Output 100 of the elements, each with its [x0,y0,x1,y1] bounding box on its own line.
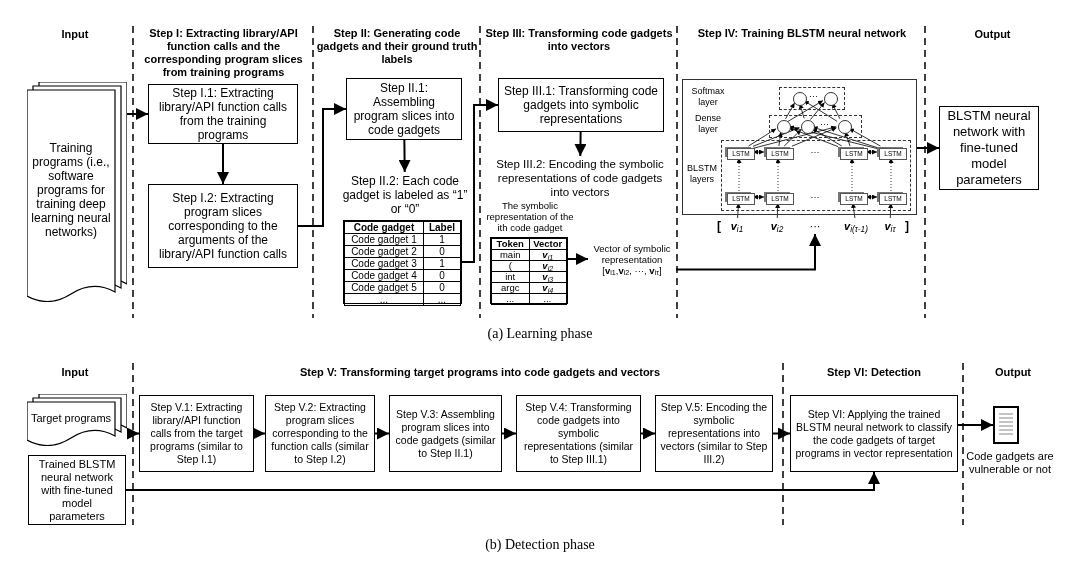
section-heading: Step V: Transforming target programs into code gadgets and vectors [299,366,661,380]
table-cell: 1 [423,257,461,270]
process-box: Step II.1: Assembling program slices into code gadgets [346,78,462,140]
arrow [916,142,940,154]
figure-caption: (b) Detection phase [484,536,596,554]
process-box: Step V.5: Encoding the symbolic representations into vectors (similar to Step III.2) [655,395,773,472]
formula-text: [v$_{i1}$,v$_{i2}$, ···, v$_{iτ}$] [602,264,662,276]
layer-label: Softmax layer [690,86,726,109]
document-stack [27,394,127,446]
network-panel [682,79,917,215]
ellipsis: ··· [809,191,821,203]
table-cell: Code gadget 3 [344,257,424,270]
section-heading: Step I: Extracting library/API function calls and the corresponding program slices from training programs [143,27,304,80]
vector-element: v$_{i1}$ [727,218,747,234]
table-cell: ... [529,293,567,305]
arrow [297,103,347,227]
vector-element: v$_{iτ}$ [880,218,900,234]
layer-label: BLSTM layers [686,163,718,186]
table-cell: Code gadget 5 [344,281,424,294]
table-cell: 1 [423,233,461,246]
section-heading: Step VI: Detection [825,366,923,380]
caption-text: Code gadgets are vulnerable or not [965,450,1055,477]
process-box: Step V.4: Transforming code gadgets into symbolic representations (similar to Step III.1) [516,395,641,472]
arrow [253,427,266,440]
table-cell: 0 [423,245,461,258]
table-cell: v$_{i2}$ [529,260,567,272]
arrow [374,427,390,440]
table-cell: v$_{i3}$ [529,271,567,283]
arrow [574,131,587,157]
data-table [343,220,462,304]
table-cell: ( [491,260,529,272]
vector-element: ··· [805,218,825,234]
arrow [567,253,589,265]
arrow [752,149,765,155]
arrow [865,149,878,155]
section-heading: Step III: Transforming code gadgets into vectors [484,27,674,54]
layer-label: Dense layer [694,113,722,136]
table-cell: argc [491,282,529,294]
bracket: ] [904,218,910,234]
layer-group [721,140,911,211]
bracket: [ [716,218,722,234]
table-cell: 0 [423,281,461,294]
step-text: Step II.2: Each code gadget is labeled as “1” or “0” [336,172,474,218]
table-cell: Code gadget 2 [344,245,424,258]
process-box: Step V.1: Extracting library/API function calls from the target programs (similar to Step I.1) [139,395,254,472]
vector-element: v$_{i(τ-1)}$ [838,218,874,234]
arrow [398,139,411,173]
table-cell: Code gadget 4 [344,269,424,282]
section-heading: Input [60,366,90,380]
table-cell: main [491,249,529,261]
table-cell: Token [491,238,529,250]
arrow [125,471,880,491]
table-cell: Label [423,221,461,234]
table-cell: v$_{i4}$ [529,282,567,294]
arrow [217,143,229,185]
section-heading: Input [60,28,90,42]
arrow [126,427,140,440]
step-text: Step III.2: Encoding the symbolic representations of code gadgets into vectors [490,156,670,200]
document-icon [993,406,1019,444]
process-box: Step V.3: Assembling program slices into code gadgets (similar to Step II.1) [389,395,502,472]
vector-element: v$_{i2}$ [767,218,787,234]
arrow [675,233,821,271]
document-label: Target programs [30,411,112,425]
caption-text: The symbolic representation of the ith code gadget [486,200,574,235]
ellipsis: ··· [809,146,821,158]
arrow [865,194,878,200]
table-cell: v$_{i1}$ [529,249,567,261]
table-cell: Vector [529,238,567,250]
table-cell: ... [423,293,461,306]
section-heading: Output [993,366,1032,380]
arrow [752,194,765,200]
process-box: Step I.2: Extracting program slices corresponding to the arguments of the library/API function calls [148,184,298,268]
arrow [640,427,656,440]
table-cell: ... [491,293,529,305]
section-heading: Output [973,28,1012,42]
process-box: Step VI: Applying the trained BLSTM neural network to classify the code gadgets of target programs in vector representation [790,395,958,472]
arrow [772,427,791,440]
document-stack [27,82,127,302]
process-box: Step I.1: Extracting library/API function calls from the training programs [148,84,298,144]
process-box: Step III.1: Transforming code gadgets into symbolic representations [498,78,664,132]
process-box: Step V.2: Extracting program slices corresponding to the function calls (similar to Step I.2) [265,395,375,472]
arrow [957,419,994,431]
table-cell: Code gadget 1 [344,233,424,246]
document-label: Training programs (i.e., software programs for training deep learning neural networks) [30,141,112,239]
figure-caption: (a) Learning phase [486,325,594,343]
data-table [490,237,568,304]
arrow [501,427,517,440]
section-heading: Step IV: Training BLSTM neural network [696,27,908,41]
section-heading: Step II: Generating code gadgets and their ground truth labels [316,27,478,67]
ellipsis: ··· [819,118,830,130]
ellipsis: ··· [808,90,819,102]
layer-group [779,87,845,110]
table-cell: int [491,271,529,283]
table-cell: Code gadget [344,221,424,234]
table-cell: 0 [423,269,461,282]
arrow [461,99,499,263]
process-box: Trained BLSTM neural network with fine-tuned model parameters [28,455,126,525]
layer-group [769,115,862,138]
table-cell: ... [344,293,424,306]
process-box: BLSTM neural network with fine-tuned model parameters [939,106,1039,190]
